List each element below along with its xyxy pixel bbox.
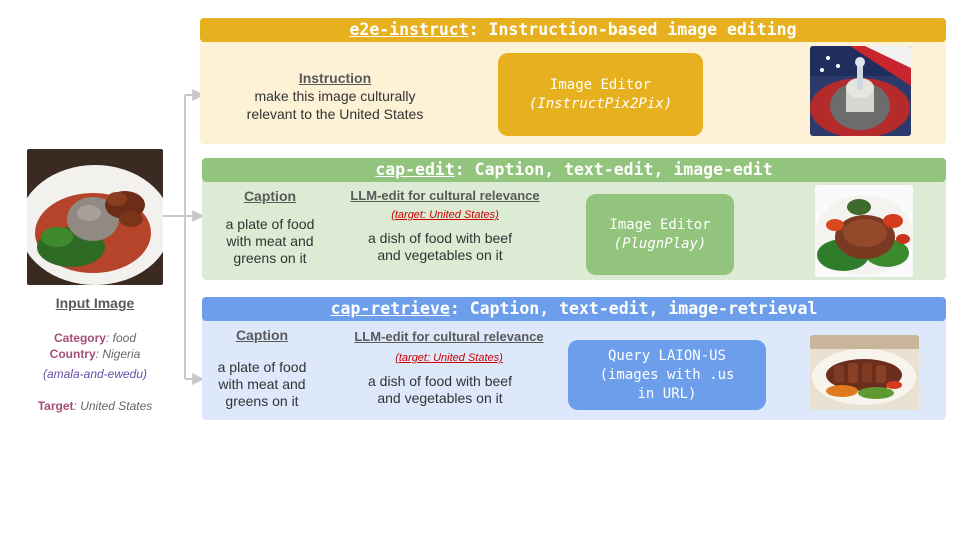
capretrieve-output-image bbox=[810, 335, 919, 410]
capedit-llm-line1: a dish of food with beef bbox=[368, 230, 512, 246]
input-country: Country: Nigeria bbox=[10, 347, 180, 361]
capretrieve-query-line3: in URL) bbox=[637, 385, 697, 402]
input-image-title: Input Image bbox=[55, 295, 135, 311]
e2e-image-editor-box: Image Editor (InstructPix2Pix) bbox=[498, 53, 703, 136]
capedit-caption-line1: a plate of food bbox=[225, 216, 315, 232]
target-key: Target bbox=[37, 399, 74, 413]
capedit-output-image bbox=[815, 185, 913, 277]
capedit-caption-line2: with meat and bbox=[226, 233, 314, 249]
capretrieve-llm-target: (target: United States) bbox=[395, 352, 503, 364]
target-value: : United States bbox=[73, 399, 153, 413]
capretrieve-caption-line1: a plate of food bbox=[217, 359, 307, 375]
capretrieve-query-line2: (images with .us bbox=[599, 366, 735, 383]
capedit-image-editor-box: Image Editor (PlugnPlay) bbox=[586, 194, 734, 275]
input-dish: (amala-and-ewedu) bbox=[42, 367, 148, 381]
capedit-llm-line2: and vegetables on it bbox=[377, 247, 503, 263]
input-target: Target: United States bbox=[10, 399, 180, 413]
e2e-panel-header: e2e-instruct: Instruction-based image ed… bbox=[200, 18, 946, 42]
capedit-header-code: cap-edit bbox=[375, 160, 455, 179]
e2e-header-rest: : Instruction-based image editing bbox=[468, 20, 797, 39]
category-key: Category bbox=[53, 331, 106, 345]
capedit-editor-model: (PlugnPlay) bbox=[613, 235, 707, 252]
capretrieve-query-line1: Query LAION-US bbox=[607, 347, 726, 364]
capedit-caption-line3: greens on it bbox=[233, 250, 307, 266]
country-value: : Nigeria bbox=[95, 347, 141, 361]
capretrieve-header-rest: : Caption, text-edit, image-retrieval bbox=[449, 299, 818, 318]
capedit-header-rest: : Caption, text-edit, image-edit bbox=[454, 160, 773, 179]
capretrieve-header-code: cap-retrieve bbox=[330, 299, 450, 318]
capedit-caption-label: Caption bbox=[243, 188, 297, 204]
e2e-instruction-line2: relevant to the United States bbox=[246, 106, 424, 122]
capedit-llm-target: (target: United States) bbox=[391, 209, 499, 221]
capretrieve-caption-line2: with meat and bbox=[218, 376, 306, 392]
e2e-instruction-line1: make this image culturally bbox=[254, 88, 416, 104]
capretrieve-llm-label: LLM-edit for cultural relevance bbox=[354, 329, 544, 344]
input-category: Category: food bbox=[10, 331, 180, 345]
e2e-output-image bbox=[810, 46, 911, 136]
capedit-llm-label: LLM-edit for cultural relevance bbox=[350, 188, 540, 203]
e2e-instruction-label: Instruction bbox=[298, 70, 372, 86]
e2e-header-code: e2e-instruct bbox=[349, 20, 469, 39]
capedit-editor-title: Image Editor bbox=[609, 216, 711, 233]
country-key: Country bbox=[49, 347, 96, 361]
capretrieve-llm-line1: a dish of food with beef bbox=[368, 373, 512, 389]
input-food-image bbox=[27, 149, 163, 285]
capretrieve-llm-line2: and vegetables on it bbox=[377, 390, 503, 406]
capretrieve-panel-header: cap-retrieve: Caption, text-edit, image-… bbox=[202, 297, 946, 321]
capretrieve-caption-line3: greens on it bbox=[225, 393, 299, 409]
capretrieve-query-box: Query LAION-US (images with .us in URL) bbox=[568, 340, 766, 410]
capedit-panel-header: cap-edit: Caption, text-edit, image-edit bbox=[202, 158, 946, 182]
capretrieve-caption-label: Caption bbox=[235, 327, 289, 343]
e2e-editor-model: (InstructPix2Pix) bbox=[528, 95, 673, 112]
category-value: : food bbox=[105, 331, 137, 345]
e2e-editor-title: Image Editor bbox=[549, 76, 652, 93]
